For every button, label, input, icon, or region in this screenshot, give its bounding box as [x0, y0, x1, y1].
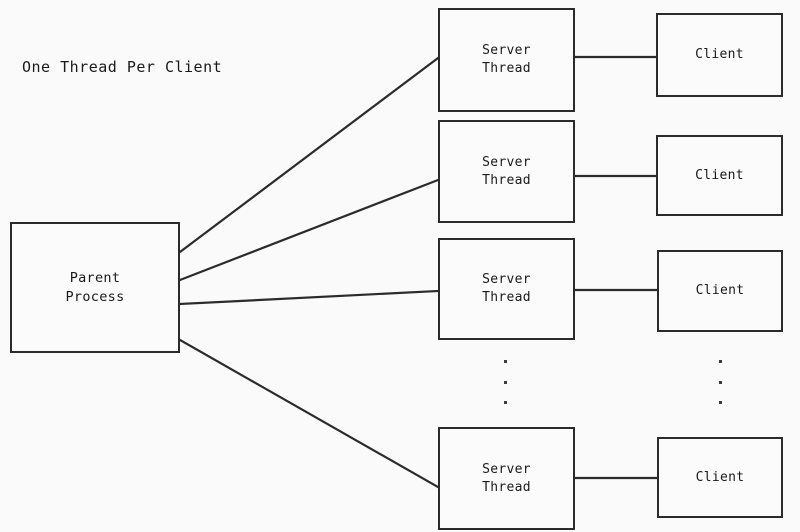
ellipsis-dot	[719, 360, 722, 363]
parent-process-label: Parent Process	[65, 270, 125, 305]
client-label-2: Client	[695, 167, 744, 183]
connector-parent-to-server-3	[178, 289, 440, 306]
connector-parent-to-server-1	[178, 56, 440, 254]
node-parent-process[interactable]: Parent Process	[10, 222, 180, 353]
node-server-thread-1[interactable]: Server Thread	[438, 8, 575, 112]
ellipsis-dot	[504, 401, 507, 404]
server-column-ellipsis	[504, 360, 507, 404]
server-thread-label-3: Server Thread	[482, 272, 531, 305]
ellipsis-dot	[504, 360, 507, 363]
parent-to-server-lines	[178, 56, 440, 489]
node-server-thread-2[interactable]: Server Thread	[438, 120, 575, 223]
node-server-thread-4[interactable]: Server Thread	[438, 427, 575, 530]
server-thread-label-2: Server Thread	[482, 154, 531, 188]
server-thread-label-4: Server Thread	[482, 461, 531, 495]
ellipsis-dot	[719, 401, 722, 404]
client-label-3: Client	[695, 283, 745, 299]
client-column-ellipsis	[719, 360, 722, 404]
server-thread-label-1: Server Thread	[482, 43, 531, 76]
node-server-thread-3[interactable]: Server Thread	[438, 238, 575, 340]
node-client-3[interactable]: Client	[657, 250, 783, 332]
page-title: One Thread Per Client	[22, 58, 223, 76]
node-client-1[interactable]: Client	[656, 13, 783, 97]
node-client-4[interactable]: Client	[657, 437, 783, 518]
connector-parent-to-server-4	[178, 338, 440, 489]
node-client-2[interactable]: Client	[656, 135, 783, 216]
server-to-client-lines	[573, 55, 659, 480]
client-label-1: Client	[695, 47, 744, 63]
connector-parent-to-server-2	[178, 178, 440, 282]
ellipsis-dot	[719, 380, 722, 384]
client-label-4: Client	[695, 469, 745, 485]
ellipsis-dot	[504, 380, 507, 384]
